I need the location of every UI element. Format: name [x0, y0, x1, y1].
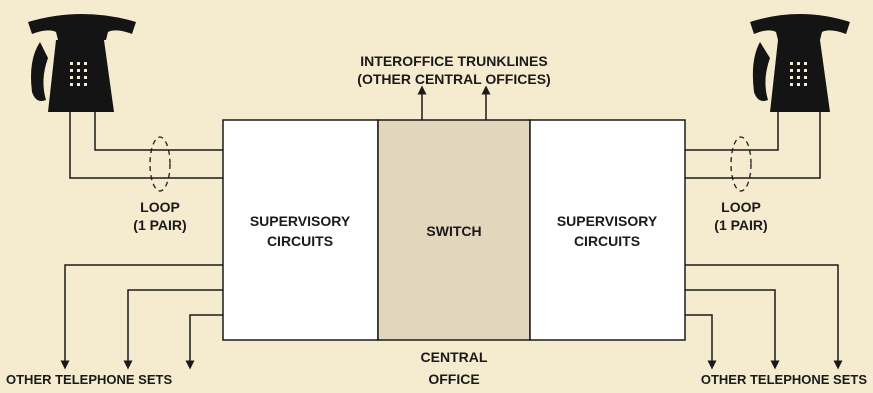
left-block-label-line1: SUPERVISORY: [250, 213, 351, 229]
left-loop-label-line1: LOOP: [140, 199, 180, 215]
trunk-label-line1: INTEROFFICE TRUNKLINES: [360, 53, 547, 69]
left-supervisory-block: [222, 119, 379, 341]
central-office-label-line1: CENTRAL: [421, 349, 488, 365]
right-other-set-line-1: [685, 264, 843, 370]
right-loop-ellipse: [730, 136, 752, 192]
left-other-set-line-3: [185, 314, 223, 370]
right-other-set-line-2: [685, 289, 780, 370]
right-loop-wire-top: [685, 110, 779, 151]
left-other-set-line-1: [60, 264, 223, 370]
right-loop-label-line1: LOOP: [721, 199, 761, 215]
right-block-label-line1: SUPERVISORY: [557, 213, 658, 229]
right-block-label-line2: CIRCUITS: [574, 233, 640, 249]
central-office-label-line2: OFFICE: [428, 371, 479, 387]
left-loop-wire-top: [94, 110, 223, 151]
left-block-label-line2: CIRCUITS: [267, 233, 333, 249]
left-other-set-line-2: [123, 289, 223, 370]
left-loop-ellipse: [149, 136, 171, 192]
telephone-icon: [750, 14, 850, 112]
left-other-sets-label: OTHER TELEPHONE SETS: [6, 372, 172, 387]
switch-label: SWITCH: [426, 223, 481, 239]
trunk-label-line2: (OTHER CENTRAL OFFICES): [357, 71, 550, 87]
right-supervisory-block: [529, 119, 686, 341]
right-other-sets-label: OTHER TELEPHONE SETS: [701, 372, 867, 387]
left-loop-wire-bottom: [69, 110, 223, 179]
telephone-icon: [28, 14, 136, 112]
right-loop-label-line2: (1 PAIR): [714, 217, 767, 233]
right-loop-wire-bottom: [685, 110, 821, 179]
left-loop-label-line2: (1 PAIR): [133, 217, 186, 233]
switch-block: [377, 119, 531, 341]
right-other-set-line-3: [685, 314, 717, 370]
